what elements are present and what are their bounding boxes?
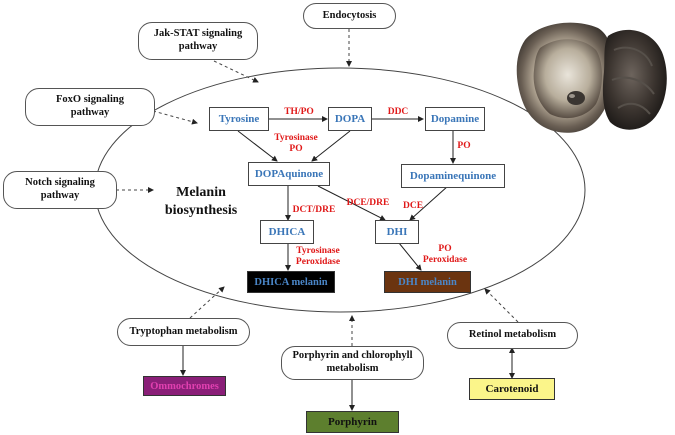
arrow-dhi-melanin xyxy=(398,242,422,271)
enzyme-ddc: DDC xyxy=(387,107,409,117)
enzyme-peroxidase-label: Peroxidase xyxy=(295,256,341,267)
enzyme-dce: DCE xyxy=(402,201,424,211)
pathway-notch: Notch signaling pathway xyxy=(3,171,117,209)
pathway-notch-line1: Notch signaling xyxy=(25,177,95,189)
pathway-foxo: FoxO signaling pathway xyxy=(25,88,155,126)
product-carotenoid: Carotenoid xyxy=(469,378,555,400)
pathway-retinol: Retinol metabolism xyxy=(447,322,578,349)
pathway-porphyrin-line2: metabolism xyxy=(326,363,379,374)
melanin-biosynthesis-title: Melanin biosynthesis xyxy=(158,184,244,219)
node-dhica: DHICA xyxy=(260,220,314,244)
pathway-tryptophan: Tryptophan metabolism xyxy=(117,318,250,346)
pathway-notch-line2: pathway xyxy=(40,190,80,201)
enzyme-th-po: TH/PO xyxy=(284,107,314,117)
title-line1: Melanin xyxy=(176,185,226,200)
enzyme-po-label: PO xyxy=(289,143,303,154)
pathway-retinol-label: Retinol metabolism xyxy=(468,329,557,341)
node-dopamine: Dopamine xyxy=(425,107,485,131)
enzyme-peroxidase2-label: Peroxidase xyxy=(422,254,468,265)
product-dhi-melanin: DHI melanin xyxy=(384,271,471,293)
node-dopaminequinone: Dopaminequinone xyxy=(401,164,505,188)
enzyme-tyrosinase2-label: Tyrosinase xyxy=(296,246,340,256)
pathway-porphyrin-line1: Porphyrin and chlorophyll xyxy=(292,350,413,362)
pathway-tryptophan-label: Tryptophan metabolism xyxy=(129,325,238,337)
arrow-dopaquinone-dhi xyxy=(317,185,386,221)
dash-retinol xyxy=(484,288,519,323)
dash-foxo xyxy=(152,110,198,125)
enzyme-po-dopamine: PO xyxy=(457,141,471,151)
node-dopa: DOPA xyxy=(328,107,372,131)
pathway-endocytosis-label: Endocytosis xyxy=(322,9,377,21)
enzyme-tyrosinase-po: Tyrosinase PO xyxy=(266,133,326,155)
pathway-foxo-line1: FoxO signaling xyxy=(56,94,124,106)
enzyme-dce-dre: DCE/DRE xyxy=(346,198,390,208)
node-dhi: DHI xyxy=(375,220,419,244)
dash-jak-stat xyxy=(213,60,259,83)
product-dhica-melanin: DHICA melanin xyxy=(247,271,335,293)
arrow-dopaminequinone-dhi xyxy=(409,185,449,221)
enzyme-po3-label: PO xyxy=(438,244,452,254)
product-ommochromes: Ommochromes xyxy=(143,376,226,396)
pathway-porphyrin-chlorophyll: Porphyrin and chlorophyll metabolism xyxy=(281,346,424,380)
arrow-dopa-dopaquinone xyxy=(311,130,351,162)
enzyme-tyrosinase-peroxidase: Tyrosinase Peroxidase xyxy=(288,246,348,268)
enzyme-dct-dre: DCT/DRE xyxy=(292,205,336,215)
product-porphyrin: Porphyrin xyxy=(306,411,399,433)
node-dopaquinone: DOPAquinone xyxy=(248,162,330,186)
enzyme-tyrosinase-label: Tyrosinase xyxy=(274,133,318,143)
arrow-tyrosine-dopaquinone xyxy=(237,130,278,162)
pathway-endocytosis: Endocytosis xyxy=(303,3,396,29)
pathway-foxo-line2: pathway xyxy=(70,107,110,118)
pathway-jak-stat-line2: pathway xyxy=(178,41,218,52)
title-line2: biosynthesis xyxy=(164,202,238,218)
pathway-jak-stat: Jak-STAT signaling pathway xyxy=(138,22,258,60)
pathway-jak-stat-line1: Jak-STAT signaling xyxy=(153,28,243,40)
enzyme-po-peroxidase: PO Peroxidase xyxy=(415,244,475,266)
dash-tryptophan xyxy=(189,286,225,319)
node-tyrosine: Tyrosine xyxy=(209,107,269,131)
